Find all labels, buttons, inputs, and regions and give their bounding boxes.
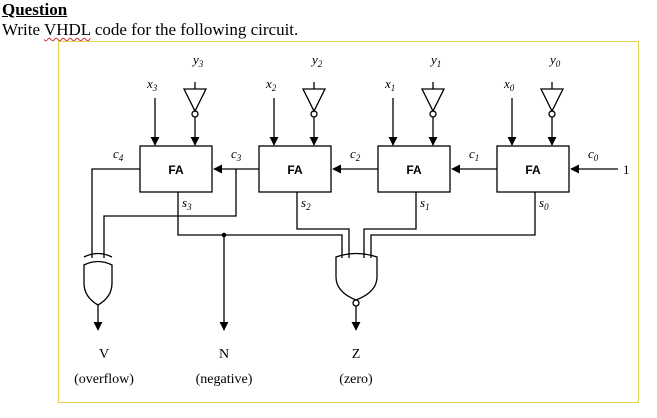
spellcheck-word-vhdl: VHDL bbox=[43, 20, 91, 39]
output-n-desc: (negative) bbox=[196, 372, 253, 387]
output-v-desc: (overflow) bbox=[74, 372, 134, 387]
s0-label: s0 bbox=[539, 195, 549, 212]
sum-s1-wire bbox=[363, 192, 417, 258]
s1-label: s1 bbox=[420, 195, 430, 212]
question-text-start: Write bbox=[2, 20, 44, 39]
output-z-desc: (zero) bbox=[339, 372, 373, 387]
y3-label: y3 bbox=[191, 52, 204, 69]
x1-label: x1 bbox=[384, 76, 395, 93]
c2-label: c2 bbox=[350, 146, 361, 163]
question-heading: Question bbox=[2, 0, 67, 20]
fa-label-3: FA bbox=[168, 163, 184, 177]
inverter-icon bbox=[182, 82, 208, 146]
x3-label: x3 bbox=[146, 76, 158, 93]
junction-dot bbox=[221, 232, 227, 238]
fa-label-1: FA bbox=[406, 163, 422, 177]
x0-label: x0 bbox=[503, 76, 515, 93]
nor-gate-icon bbox=[335, 252, 378, 307]
carry-in-value: 1 bbox=[623, 162, 630, 177]
inverter-icon bbox=[539, 82, 565, 146]
c3-label: c3 bbox=[231, 146, 242, 163]
circuit-frame bbox=[58, 41, 639, 403]
y1-label: y1 bbox=[429, 52, 441, 69]
y0-label: y0 bbox=[548, 52, 561, 69]
c1-label: c1 bbox=[469, 146, 479, 163]
question-text-end: code for the following circuit. bbox=[90, 20, 299, 39]
inverter-icon bbox=[420, 82, 446, 146]
sum-s0-wire bbox=[370, 192, 536, 258]
question-text: Write VHDL code for the following circui… bbox=[2, 20, 298, 40]
fa-label-0: FA bbox=[525, 163, 541, 177]
x2-label: x2 bbox=[265, 76, 277, 93]
c4-label: c4 bbox=[113, 146, 124, 163]
output-v-symbol: V bbox=[99, 347, 109, 362]
inverter-icon bbox=[301, 82, 327, 146]
y2-label: y2 bbox=[310, 52, 323, 69]
sum-s3-wire bbox=[177, 192, 343, 258]
xor-gate-icon bbox=[83, 252, 113, 306]
c0-label: c0 bbox=[588, 146, 599, 163]
sum-s2-wire bbox=[296, 192, 350, 258]
carry-c3-tap-wire bbox=[103, 169, 237, 258]
s2-label: s2 bbox=[301, 195, 311, 212]
carry-c4-wire bbox=[91, 168, 140, 258]
fa-label-2: FA bbox=[287, 163, 303, 177]
output-n-symbol: N bbox=[219, 347, 229, 362]
s3-label: s3 bbox=[182, 195, 192, 212]
question-heading-text: Question bbox=[2, 0, 68, 19]
output-z-symbol: Z bbox=[352, 347, 361, 362]
